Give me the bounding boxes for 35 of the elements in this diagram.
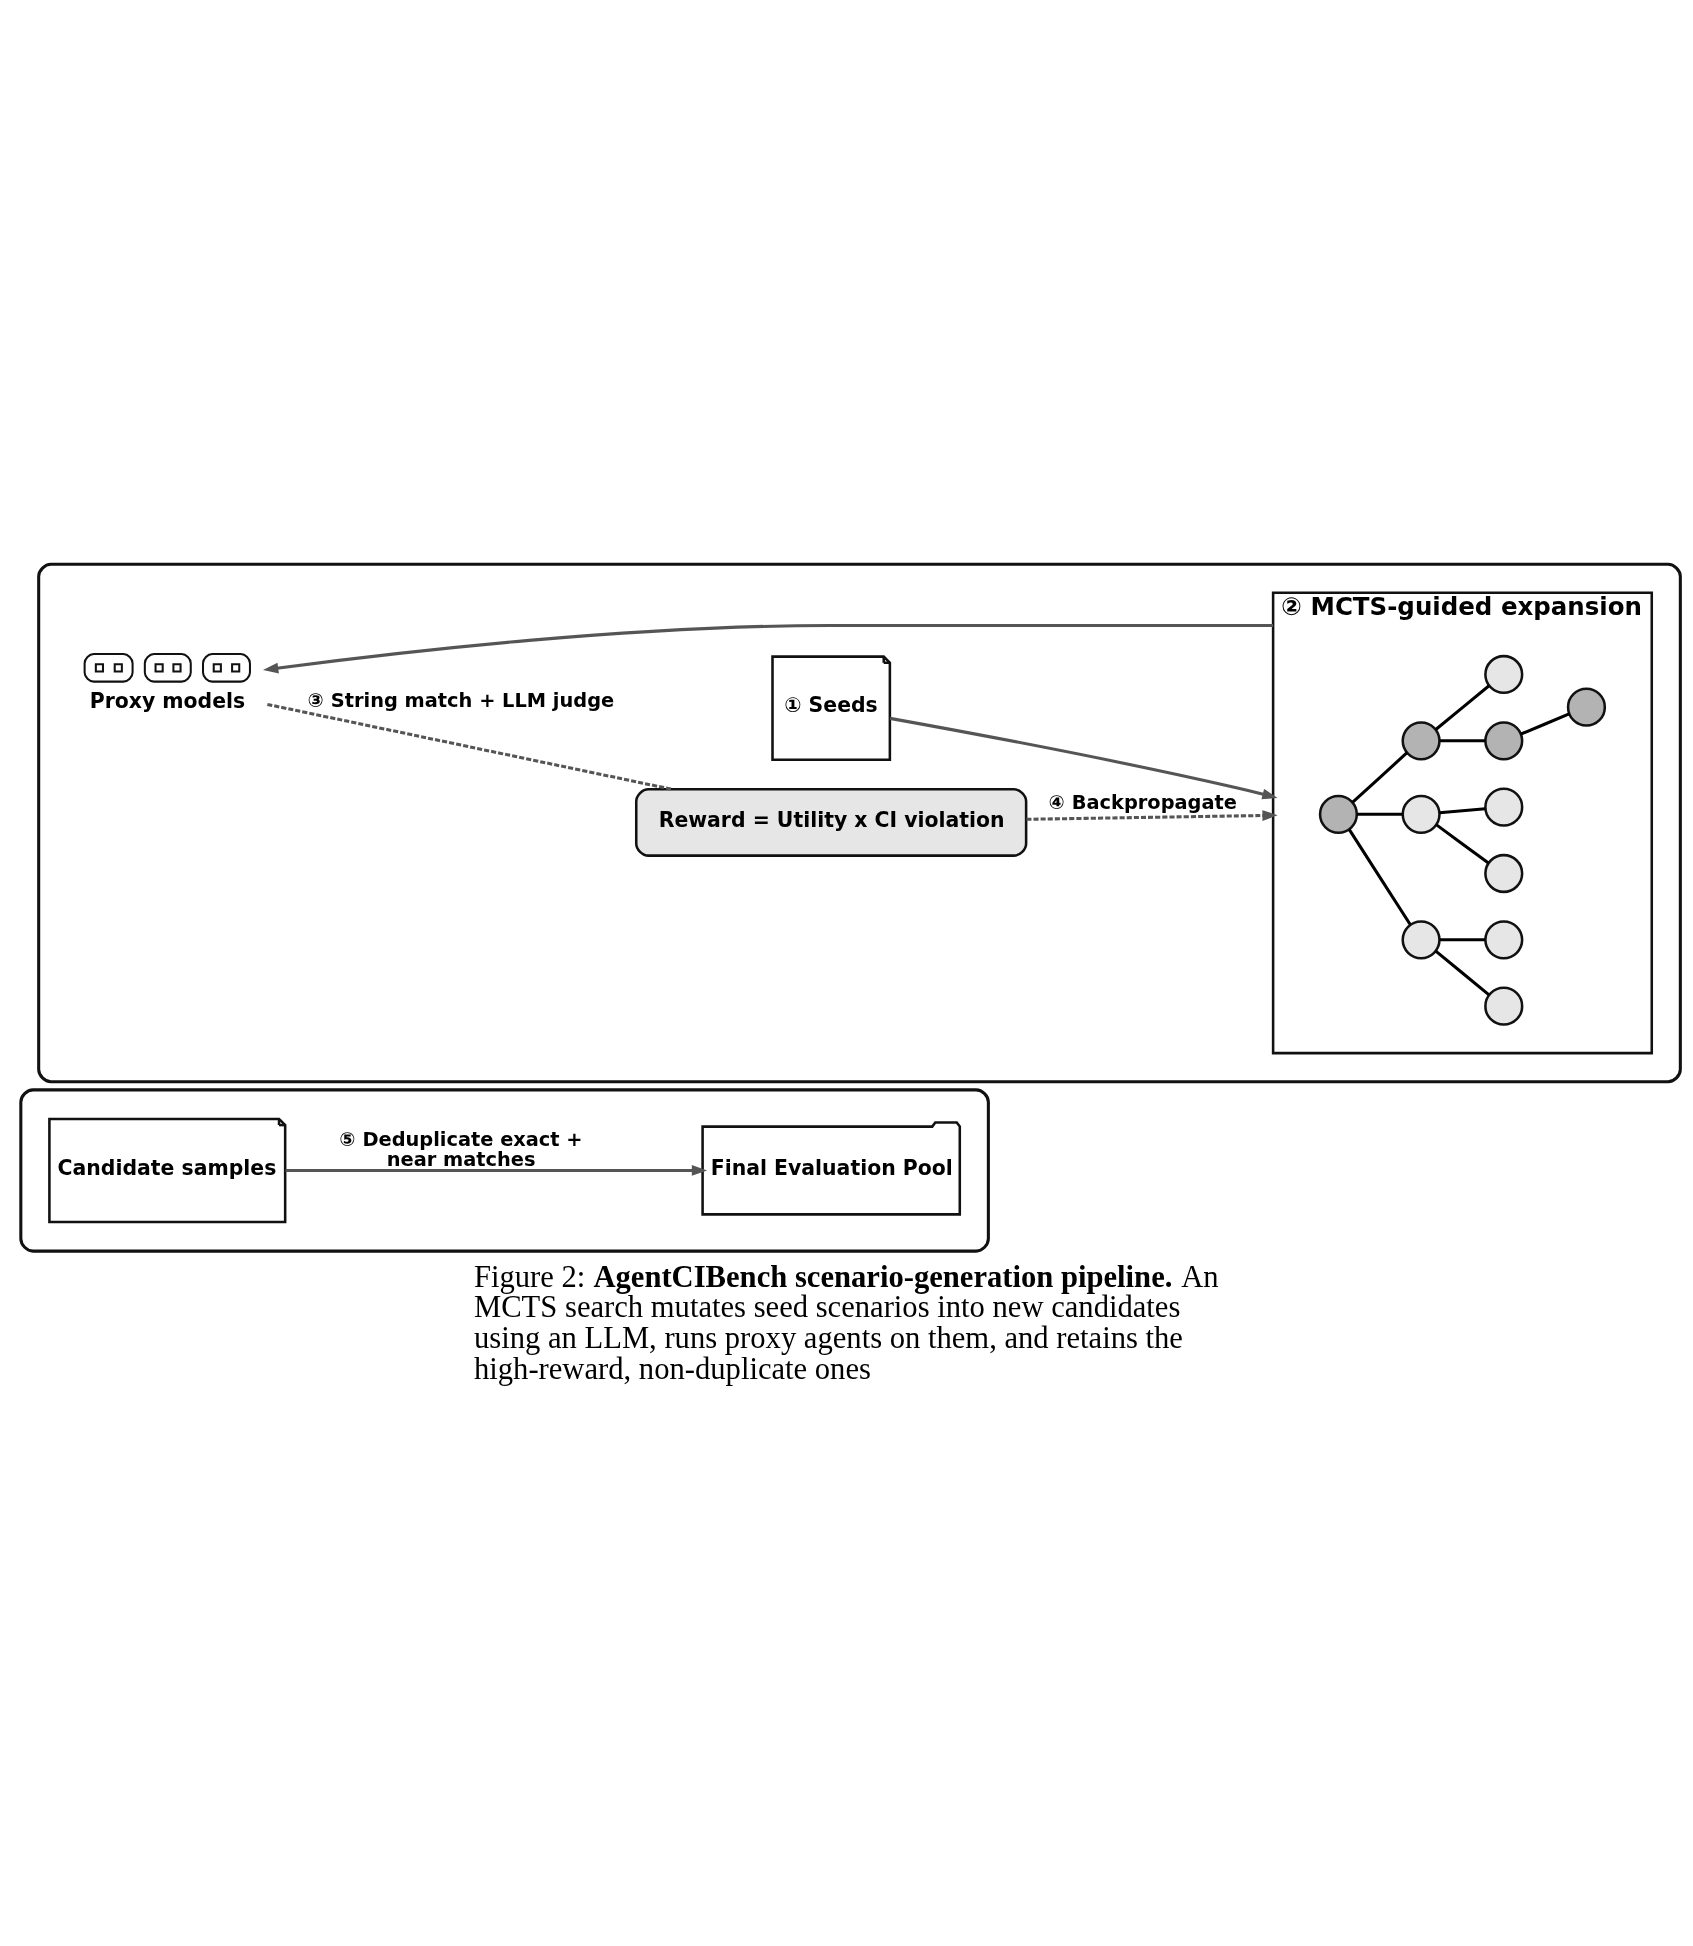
node-circle: [1484, 721, 1524, 761]
node-circle: [1484, 654, 1524, 695]
node-circle: [1566, 687, 1607, 727]
edge-label: ③ String match + LLM judge: [307, 689, 615, 713]
cluster: ② MCTS-guided expansion: [1271, 591, 1654, 1055]
node-circle: [1484, 986, 1524, 1026]
connector: [1348, 828, 1412, 926]
node-circle: [1401, 794, 1441, 834]
connector: [1356, 812, 1403, 816]
caption: Figure 2: AgentCIBench scenario-generation pipeline. An MCTS search mutates seed scenarios into new candidates using an LLM, runs proxy agents on them, and retains the high-reward, non-duplicate ones: [473, 1259, 1219, 1386]
node-box: Reward = Utility x CI violation: [635, 788, 1028, 857]
connector: [1520, 712, 1570, 736]
node-circle: [1401, 721, 1441, 761]
connector: [1439, 739, 1486, 743]
arrow: [263, 623, 1274, 674]
node-circle: [1484, 920, 1524, 960]
connector: [267, 702, 673, 791]
connector: [1439, 938, 1486, 942]
arrow: [285, 1165, 708, 1176]
connector: [1435, 823, 1490, 865]
node-circle: [1401, 920, 1441, 960]
node-circle: [1484, 787, 1524, 827]
node-label: Proxy models: [89, 689, 246, 714]
cluster: [37, 562, 1682, 1084]
connector: [1351, 751, 1409, 804]
edge-label: ④ Backpropagate: [1048, 791, 1237, 815]
arrow: [889, 716, 1278, 800]
connector: [1434, 684, 1490, 731]
edge-label: ⑤ Deduplicate exact + near matches: [339, 1128, 583, 1171]
node-circle: [1318, 794, 1359, 834]
connector: [1439, 807, 1486, 815]
node-circle: [1484, 853, 1524, 894]
arrow: [1026, 810, 1278, 821]
cluster: [19, 1088, 990, 1253]
connector: [1434, 949, 1490, 997]
